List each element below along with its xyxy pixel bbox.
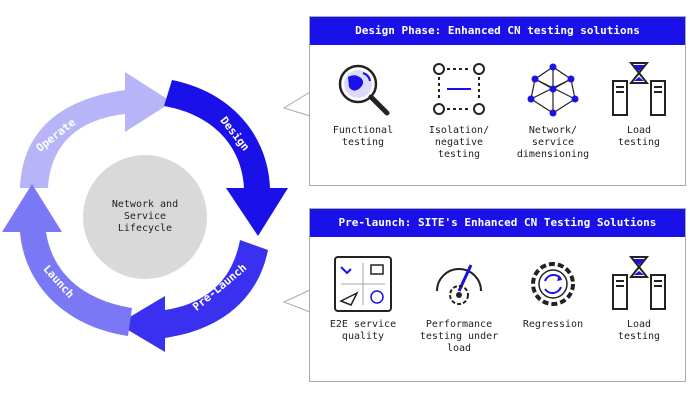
performance-testing-item: Performance testing under load <box>414 255 504 355</box>
functional-testing-item: Functional testing <box>318 59 408 149</box>
regression-label: Regression <box>522 319 584 330</box>
load-testing-label: Load testing <box>617 125 661 148</box>
launch-arrow <box>2 184 132 336</box>
network-nodes-icon <box>527 63 579 117</box>
design-phase-panel: Design Phase: Enhanced CN testing soluti… <box>309 16 686 186</box>
design-phase-title: Design Phase: Enhanced CN testing soluti… <box>310 17 685 45</box>
isolation-testing-label: Isolation/ negative testing <box>428 125 490 160</box>
design-arrow <box>164 80 288 236</box>
pre-launch-panel: Pre-launch: SITE's Enhanced CN Testing S… <box>309 208 686 382</box>
network-dimensioning-label: Network/ service dimensioning <box>516 125 590 160</box>
center-label: Network and Service Lifecycle <box>111 199 179 234</box>
e2e-quality-label: E2E service quality <box>329 319 397 342</box>
e2e-quality-item: E2E service quality <box>318 255 408 343</box>
load-testing-prelaunch-label: Load testing <box>617 319 661 342</box>
load-testing-item: Load testing <box>594 59 684 149</box>
magnifier-globe-icon <box>338 64 390 116</box>
functional-testing-label: Functional testing <box>332 125 394 148</box>
pre-launch-arrow <box>118 240 268 352</box>
regression-item: Regression <box>508 255 598 331</box>
servers-hourglass-icon <box>612 62 666 116</box>
pre-launch-title: Pre-launch: SITE's Enhanced CN Testing S… <box>310 209 685 237</box>
isolation-testing-item: Isolation/ negative testing <box>414 59 504 161</box>
performance-testing-label: Performance testing under load <box>419 319 499 354</box>
operate-arrow <box>20 72 172 188</box>
gears-isolation-icon <box>433 63 485 115</box>
gauge-gear-icon <box>436 264 482 305</box>
lifecycle-diagram: Operate Design Pre-Launch Launch <box>2 72 288 352</box>
center-circle <box>83 155 207 279</box>
gear-cycle-icon <box>531 262 575 306</box>
network-dimensioning-item: Network/ service dimensioning <box>508 59 598 161</box>
load-testing-prelaunch-item: Load testing <box>594 253 684 343</box>
servers-hourglass-icon <box>612 256 666 310</box>
e2e-dashboard-icon <box>334 256 392 312</box>
